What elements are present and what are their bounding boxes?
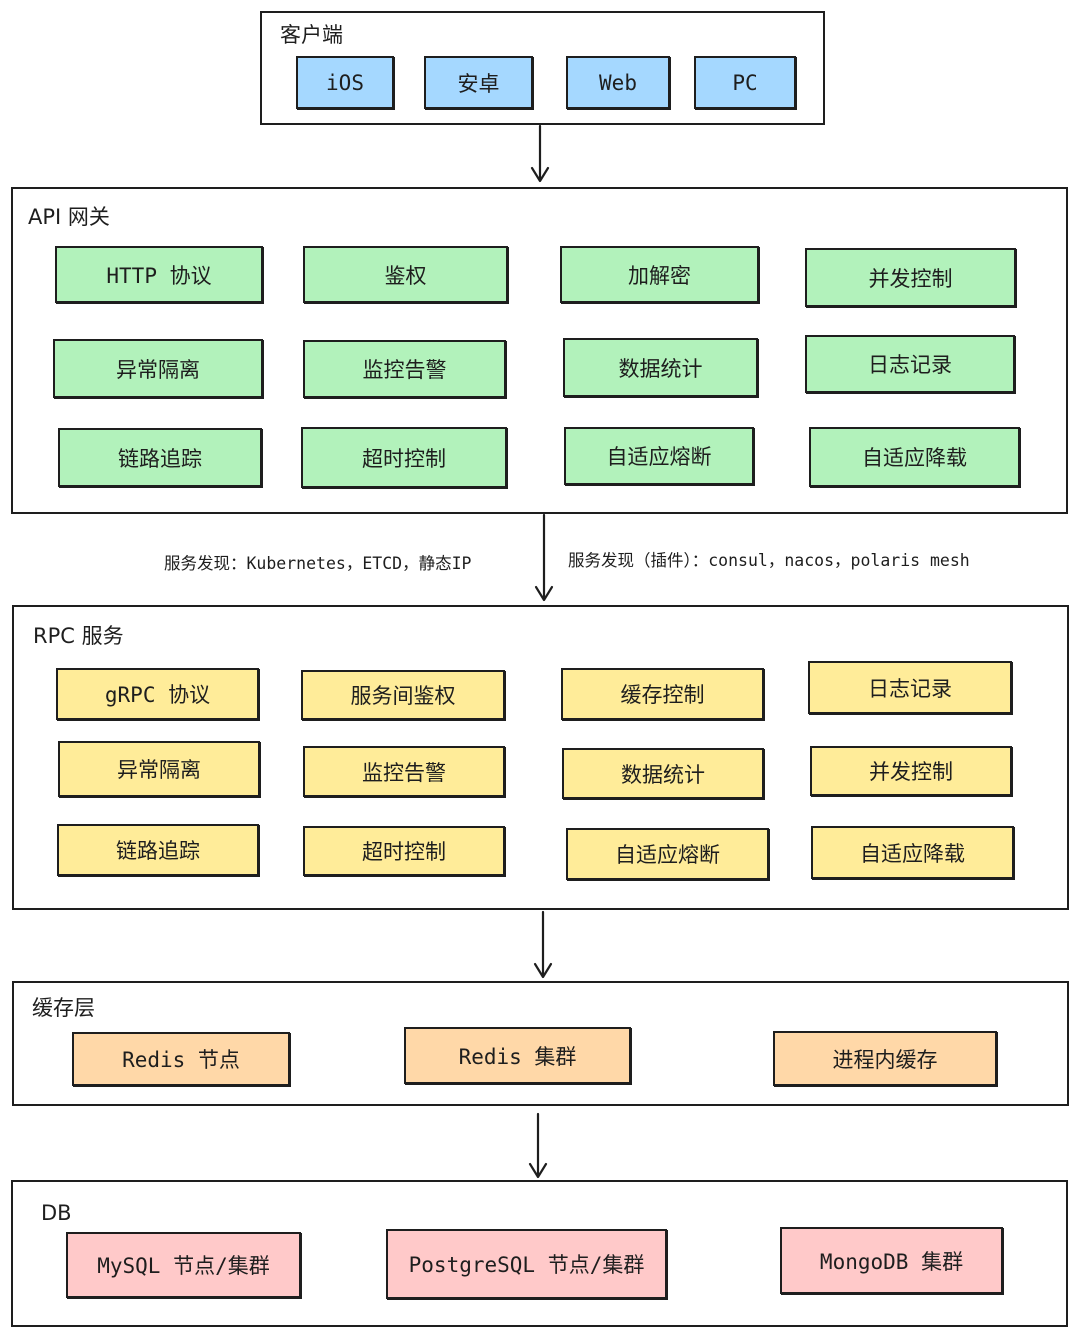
rpc-tracing: 链路追踪 <box>57 824 259 876</box>
rpc-title: RPC 服务 <box>33 624 124 648</box>
gateway-monitoring: 监控告警 <box>303 340 506 398</box>
client-title: 客户端 <box>280 23 343 47</box>
cache-redis-node: Redis 节点 <box>72 1032 290 1086</box>
db-mongodb: MongoDB 集群 <box>780 1227 1003 1294</box>
gateway-auth: 鉴权 <box>303 246 508 303</box>
gateway-circuit-breaker: 自适应熔断 <box>564 427 754 485</box>
gateway-load-shedding: 自适应降载 <box>809 427 1020 487</box>
gateway-logging: 日志记录 <box>805 335 1015 393</box>
rpc-circuit-breaker: 自适应熔断 <box>566 828 769 880</box>
db-postgresql: PostgreSQL 节点/集群 <box>386 1229 667 1299</box>
gateway-crypto: 加解密 <box>560 246 759 303</box>
client-android: 安卓 <box>424 56 533 109</box>
cache-title: 缓存层 <box>32 996 95 1020</box>
rpc-grpc: gRPC 协议 <box>56 668 259 720</box>
client-pc: PC <box>694 56 796 109</box>
db-title: DB <box>41 1201 72 1225</box>
arrow-rpc-to-cache <box>533 910 553 979</box>
arrow-gateway-to-rpc <box>534 513 554 602</box>
cache-in-process: 进程内缓存 <box>773 1031 997 1086</box>
rpc-logging: 日志记录 <box>808 661 1012 714</box>
arrow-cache-to-db <box>528 1112 548 1179</box>
gateway-http: HTTP 协议 <box>55 246 263 303</box>
db-mysql: MySQL 节点/集群 <box>66 1232 301 1298</box>
gateway-statistics: 数据统计 <box>563 338 758 397</box>
gateway-timeout: 超时控制 <box>301 427 507 488</box>
rpc-isolation: 异常隔离 <box>58 741 260 797</box>
rpc-concurrency: 并发控制 <box>810 746 1012 796</box>
client-web: Web <box>566 56 670 109</box>
discovery-left-note: 服务发现：Kubernetes，ETCD，静态IP <box>164 554 472 573</box>
gateway-concurrency: 并发控制 <box>805 248 1016 307</box>
discovery-right-note: 服务发现（插件）：consul，nacos，polaris mesh <box>568 551 970 570</box>
rpc-monitoring: 监控告警 <box>303 746 505 797</box>
gateway-tracing: 链路追踪 <box>58 428 262 487</box>
rpc-load-shedding: 自适应降载 <box>811 826 1014 879</box>
rpc-statistics: 数据统计 <box>562 748 764 799</box>
gateway-title: API 网关 <box>28 205 110 229</box>
rpc-inter-service-auth: 服务间鉴权 <box>301 670 505 720</box>
gateway-isolation: 异常隔离 <box>53 339 263 398</box>
client-ios: iOS <box>296 56 394 109</box>
rpc-cache-control: 缓存控制 <box>561 668 764 720</box>
arrow-client-to-gateway <box>530 124 550 183</box>
rpc-timeout: 超时控制 <box>303 826 505 876</box>
cache-redis-cluster: Redis 集群 <box>404 1027 631 1084</box>
